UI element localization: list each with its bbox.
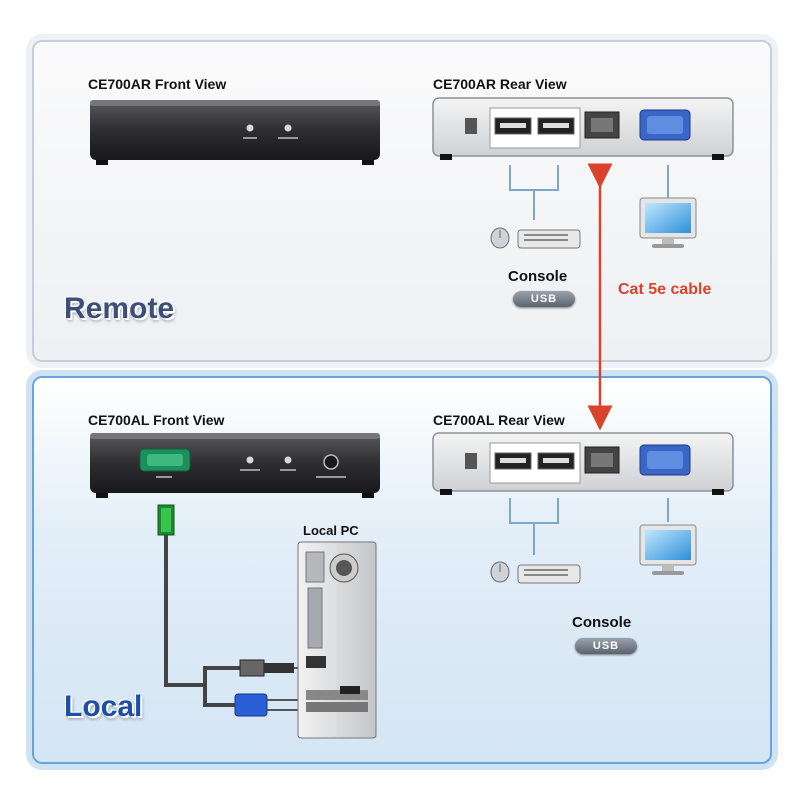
local-pc-label: Local PC	[303, 523, 359, 538]
remote-mouse-keyboard	[490, 227, 581, 249]
remote-rear-view-title: CE700AR Rear View	[433, 76, 567, 92]
local-front-device	[90, 433, 380, 498]
local-pc-tower	[297, 541, 377, 739]
remote-usb-badge: USB	[513, 291, 575, 307]
local-usb-badge: USB	[575, 638, 637, 654]
local-console-lines	[509, 498, 669, 555]
remote-front-view-title: CE700AR Front View	[88, 76, 227, 92]
remote-console-label: Console	[508, 268, 568, 285]
remote-front-device	[90, 100, 380, 165]
remote-section-label: Remote	[64, 292, 175, 325]
local-rear-view-title: CE700AL Rear View	[433, 412, 565, 428]
remote-rear-device	[432, 97, 734, 160]
remote-monitor	[639, 197, 697, 248]
local-rear-device	[432, 432, 734, 495]
cat5e-cable-label: Cat 5e cable	[618, 281, 712, 298]
local-console-label: Console	[572, 614, 632, 631]
local-section-label: Local	[64, 690, 143, 723]
local-monitor	[639, 524, 697, 575]
local-mouse-keyboard	[490, 561, 581, 584]
kvm-cable	[157, 504, 310, 717]
local-front-view-title: CE700AL Front View	[88, 412, 225, 428]
